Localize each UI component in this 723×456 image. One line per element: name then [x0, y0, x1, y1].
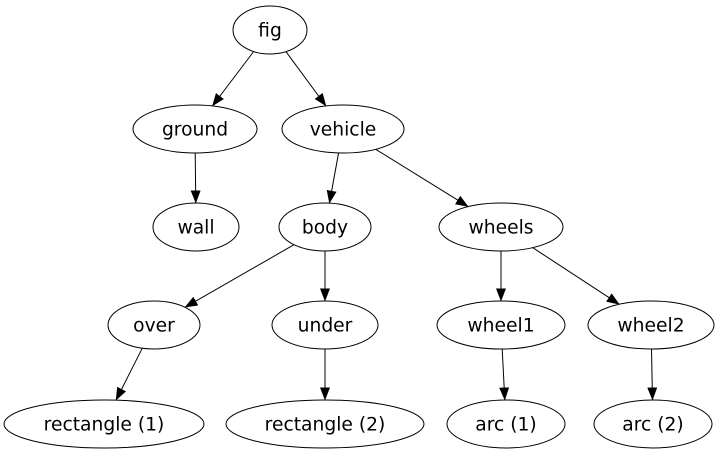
node-wheel2-ellipse — [587, 300, 715, 350]
node-wheel2-label: wheel2 — [617, 316, 684, 337]
node-fig: fig — [232, 5, 308, 55]
node-ground-ellipse — [132, 104, 258, 154]
edge-body-to-over — [184, 244, 295, 308]
edge-fig-to-ground — [212, 51, 255, 107]
node-arc2-label: arc (2) — [622, 415, 683, 436]
node-rectangle1-ellipse — [3, 399, 205, 449]
edge-wheels-to-wheel2 — [532, 247, 620, 305]
node-under-ellipse — [271, 300, 379, 350]
node-body-ellipse — [278, 202, 372, 252]
node-vehicle: vehicle — [281, 104, 405, 154]
node-fig-label: fig — [258, 21, 282, 42]
node-wall-ellipse — [152, 202, 240, 252]
node-wheels: wheels — [438, 202, 564, 252]
node-ground: ground — [132, 104, 258, 154]
node-vehicle-ellipse — [281, 104, 405, 154]
node-under: under — [271, 300, 379, 350]
node-body: body — [278, 202, 372, 252]
node-wheels-ellipse — [438, 202, 564, 252]
node-wheel1-ellipse — [436, 300, 566, 350]
node-over-ellipse — [107, 300, 201, 350]
node-body-label: body — [302, 218, 348, 239]
nodes: fig ground vehicle wall body wheels over under w… — [3, 5, 715, 449]
edge-vehicle-to-body — [326, 152, 340, 204]
node-over-label: over — [133, 316, 175, 337]
node-arc2: arc (2) — [593, 399, 713, 449]
node-rectangle2-label: rectangle (2) — [265, 415, 386, 436]
node-wall: wall — [152, 202, 240, 252]
node-wheel1: wheel1 — [436, 300, 566, 350]
node-under-label: under — [298, 316, 353, 337]
node-rectangle2-ellipse — [225, 399, 425, 449]
node-over: over — [107, 300, 201, 350]
node-arc1: arc (1) — [446, 399, 566, 449]
edge-vehicle-to-wheels — [375, 148, 469, 208]
edge-ground-to-wall — [190, 152, 201, 204]
node-rectangle1: rectangle (1) — [3, 399, 205, 449]
node-wall-label: wall — [177, 218, 214, 239]
node-rectangle1-label: rectangle (1) — [44, 415, 165, 436]
node-wheels-label: wheels — [468, 218, 533, 239]
edge-wheel2-to-arc2 — [647, 348, 658, 401]
node-wheel1-label: wheel1 — [467, 316, 534, 337]
node-wheel2: wheel2 — [587, 300, 715, 350]
edge-wheel1-to-arc1 — [499, 348, 510, 401]
node-arc1-label: arc (1) — [475, 415, 536, 436]
node-arc2-ellipse — [593, 399, 713, 449]
node-rectangle2: rectangle (2) — [225, 399, 425, 449]
edge-fig-to-vehicle — [285, 51, 327, 107]
node-ground-label: ground — [162, 120, 228, 141]
node-fig-ellipse — [232, 5, 308, 55]
node-vehicle-label: vehicle — [310, 120, 377, 141]
edges — [115, 51, 658, 401]
edge-over-to-rectangle1 — [115, 347, 143, 401]
node-arc1-ellipse — [446, 399, 566, 449]
